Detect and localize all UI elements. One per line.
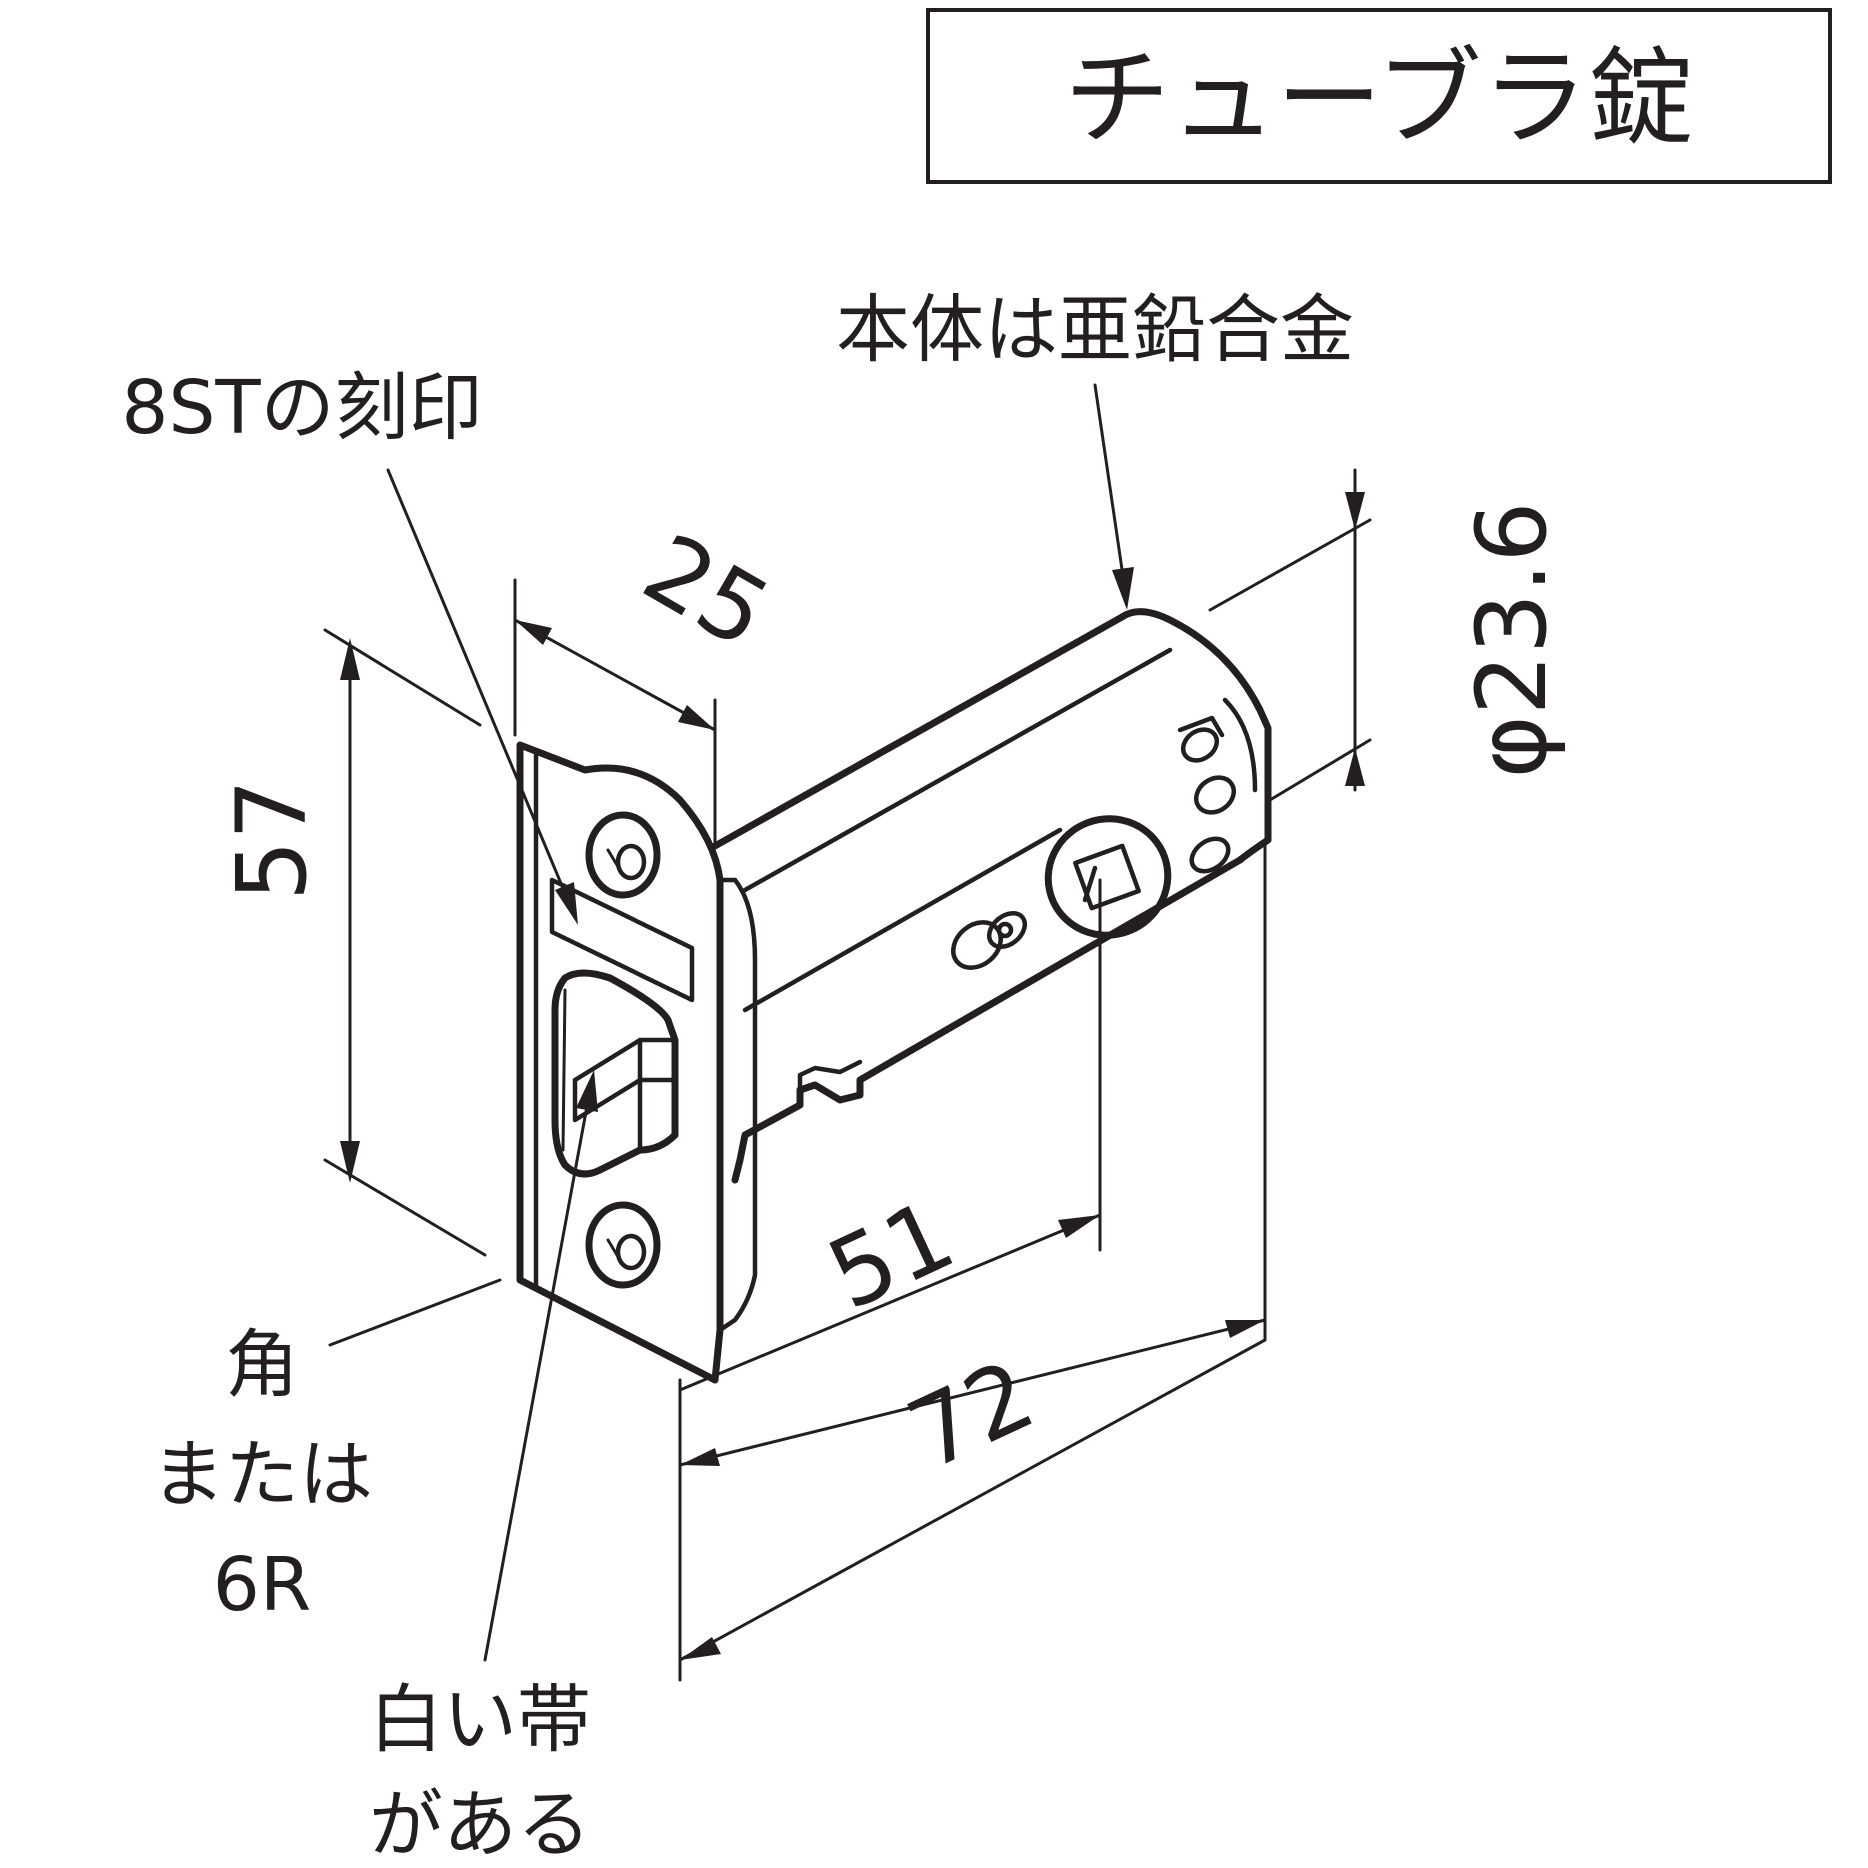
band-line1: 白い帯 [369, 1677, 591, 1763]
dim-height: 57 [216, 628, 487, 1257]
body-material-text: 本体は亜鉛合金 [836, 287, 1354, 373]
engraving-mark [549, 877, 695, 1003]
dim-diameter: φ23.6 [1208, 468, 1568, 802]
latch-body [516, 608, 1272, 1384]
title-box: チューブラ錠 [926, 8, 1832, 184]
dim-backset-text: 51 [812, 1179, 970, 1332]
latch-bolt-band [572, 1077, 678, 1123]
latch-bolt [551, 969, 679, 1178]
latch-bolt-ridge [561, 988, 567, 1152]
dim-height-text: 57 [216, 779, 328, 901]
dim-total-length-text: 72 [892, 1339, 1050, 1492]
corner-line3: 6R [213, 1542, 312, 1628]
tube-bottom-edge [731, 856, 1244, 1184]
corner-line1: 角 [225, 1322, 299, 1408]
tube-end-cap [1118, 608, 1272, 864]
tube-top-edge [711, 613, 1126, 850]
band-line2: がある [369, 1782, 591, 1868]
dim-face-width: 25 [513, 512, 788, 847]
screw-hole-top [585, 811, 661, 899]
latch-bolt-face [572, 1037, 678, 1083]
end-cap-holes [1177, 715, 1237, 874]
faceplate-edge [717, 877, 758, 1333]
callout-corner: 角 または 6R [151, 1278, 502, 1628]
tube-slot [797, 1059, 863, 1093]
tube-inner-line-1 [742, 647, 1173, 893]
dim-face-width-text: 25 [626, 512, 788, 670]
callout-white-band: 白い帯 がある [369, 1070, 598, 1868]
tube-inner-line-2 [742, 827, 1063, 1013]
tube-end-ring [1222, 697, 1258, 793]
dim-diameter-text: φ23.6 [1456, 501, 1568, 778]
title-text: チューブラ錠 [1064, 37, 1694, 160]
corner-line2: または [151, 1432, 373, 1518]
screw-hole-bottom [585, 1201, 661, 1289]
callout-body-material: 本体は亜鉛合金 [836, 287, 1354, 610]
engraving-text: 8STの刻印 [121, 365, 482, 451]
tube-rivet [951, 911, 1028, 970]
spindle-hole [1044, 815, 1172, 939]
callout-engraving: 8STの刻印 [121, 365, 578, 925]
